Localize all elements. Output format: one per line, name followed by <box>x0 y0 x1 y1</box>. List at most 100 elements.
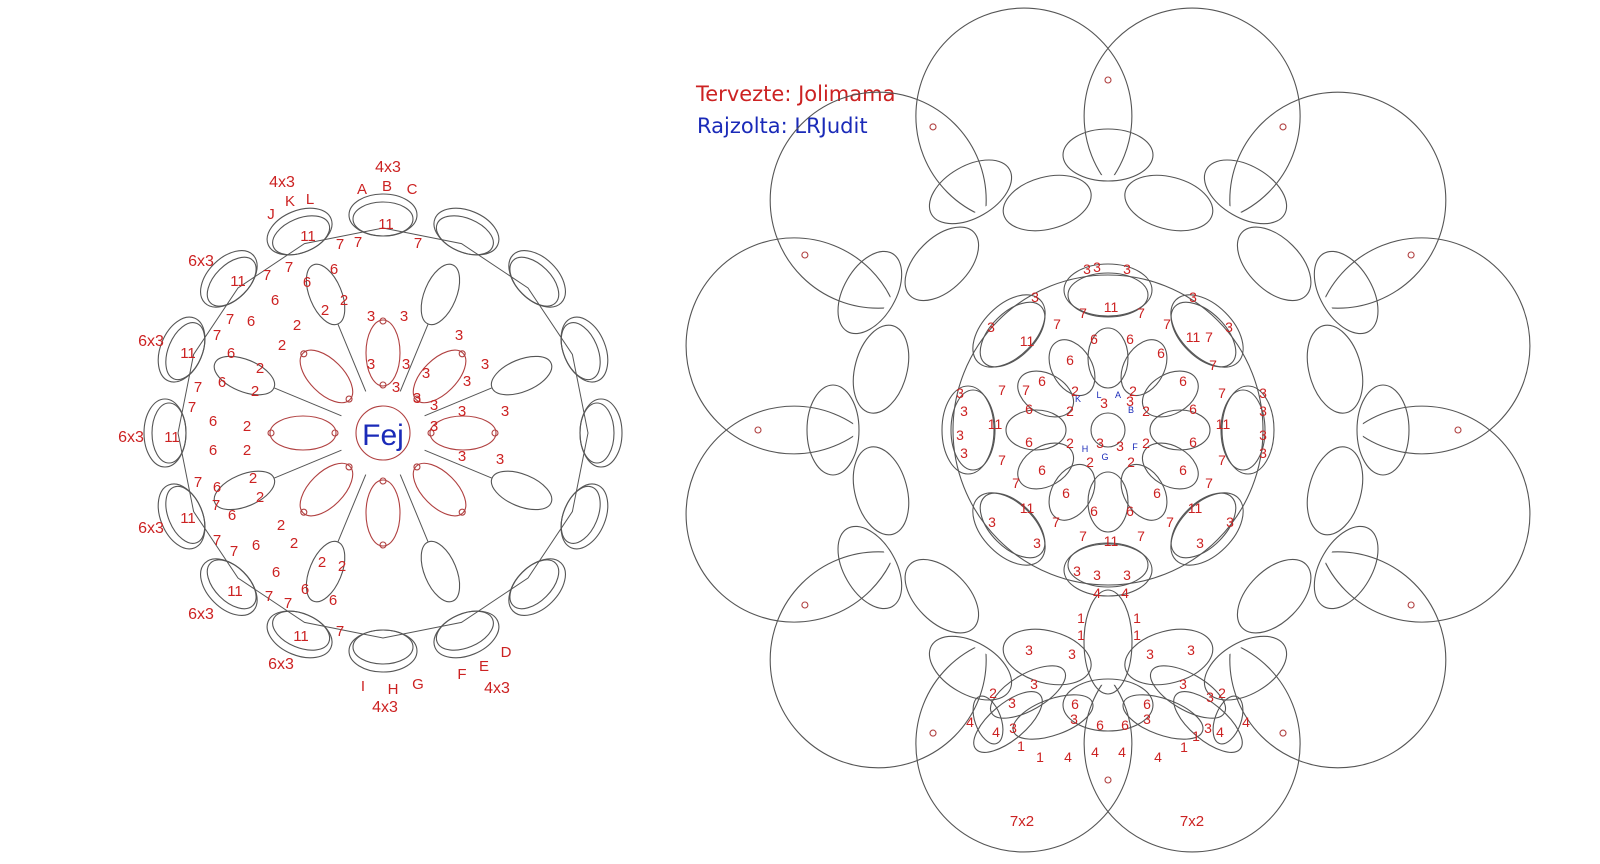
stitch-count-label: 7 <box>230 543 238 560</box>
ring-count-label: 6x3 <box>188 606 214 623</box>
stitch-count-label: 3 <box>413 390 421 407</box>
rim-polygon <box>177 227 589 639</box>
stitch-count-label: 7 <box>263 267 271 284</box>
inner-petal <box>1141 370 1199 418</box>
outer-ring-inner <box>165 485 206 544</box>
picot-letter: L <box>306 191 314 208</box>
outer-ring-inner <box>435 610 494 651</box>
outer-band-ring <box>1002 628 1092 686</box>
outer-band-ring <box>928 159 1013 225</box>
stitch-count-label: 1 <box>1192 728 1200 744</box>
stitch-count-label: 1 <box>1133 627 1141 643</box>
connector-line <box>337 323 367 392</box>
mid-ring-oval-inner <box>1170 301 1237 368</box>
picot-joint <box>458 350 466 358</box>
stitch-count-label: 6 <box>209 413 217 430</box>
stitch-count-label: 7 <box>226 311 234 328</box>
stitch-count-label: 3 <box>1033 535 1041 551</box>
stitch-count-label: 2 <box>338 558 346 575</box>
stitch-count-label: 4 <box>1154 749 1162 765</box>
stitch-count-label: 7 <box>998 452 1006 468</box>
stitch-count-label: 7 <box>213 532 221 549</box>
outer-band-ring <box>837 525 903 610</box>
ring-count-label: 6x3 <box>118 429 144 446</box>
stitch-count-label: 3 <box>400 308 408 325</box>
outer-chain-ring <box>769 551 987 769</box>
picot-joint <box>754 426 762 434</box>
stitch-count-label: 11 <box>1020 500 1035 516</box>
outer-ring-inner <box>579 402 615 464</box>
stitch-count-label: 6 <box>227 345 235 362</box>
outer-band-ring <box>1306 446 1364 536</box>
picot-joint <box>379 477 387 485</box>
stitch-count-label: 7 <box>1163 316 1171 332</box>
small-side-leaf <box>1212 695 1244 745</box>
outer-band-ring <box>852 324 910 414</box>
stitch-count-label: 3 <box>1070 711 1078 727</box>
outer-ring <box>560 316 609 383</box>
stitch-count-label: 3 <box>1206 689 1214 705</box>
picot-joint <box>300 508 308 516</box>
stitch-count-label: 6 <box>1066 352 1074 368</box>
picot-joint <box>929 729 937 737</box>
stitch-count-label: 3 <box>1031 289 1039 305</box>
mid-ring-oval-inner <box>1067 542 1149 588</box>
picot-joint <box>1104 76 1112 84</box>
picot-joint <box>801 601 809 609</box>
picot-joint <box>331 429 339 437</box>
stitch-count-label: 3 <box>463 373 471 390</box>
center-picot-letter: F <box>1132 442 1138 452</box>
stitch-count-label: 2 <box>1142 403 1150 419</box>
stitch-count-label: 3 <box>1123 261 1131 277</box>
stitch-count-label: 3 <box>1259 385 1267 401</box>
picot-joint <box>929 123 937 131</box>
inner-petal <box>412 349 467 404</box>
picot-letter: I <box>361 678 365 695</box>
stitch-count-label: 6 <box>1025 401 1033 417</box>
stitch-count-label: 3 <box>960 403 968 419</box>
stitch-count-label: 2 <box>1066 435 1074 451</box>
inner-petal <box>365 479 401 547</box>
stitch-count-label: 3 <box>1030 676 1038 692</box>
stitch-count-label: 2 <box>249 470 257 487</box>
outer-ring <box>433 207 500 256</box>
stitch-count-label: 2 <box>340 292 348 309</box>
inner-petal <box>1120 463 1168 521</box>
connector-line <box>337 474 367 543</box>
stitch-count-label: 6 <box>252 537 260 554</box>
outer-band-ring <box>1062 128 1154 182</box>
stitch-count-label: 3 <box>960 445 968 461</box>
connector-line <box>399 323 429 392</box>
center-picot-letter: G <box>1101 452 1108 462</box>
stitch-count-label: 7 <box>336 236 344 253</box>
stitch-count-label: 3 <box>458 403 466 420</box>
outer-ring-inner <box>272 610 331 651</box>
picot-joint <box>801 251 809 259</box>
outer-ring <box>433 610 500 659</box>
stitch-count-label: 3 <box>367 308 375 325</box>
connector-line <box>399 474 429 543</box>
stitch-count-label: 7 <box>1052 514 1060 530</box>
outer-ring-inner <box>151 402 187 464</box>
stitch-count-label: 3 <box>481 356 489 373</box>
stitch-count-label: 7 <box>1137 528 1145 544</box>
outer-band-ring <box>1203 635 1288 701</box>
mid-ring-oval-inner <box>1220 389 1266 471</box>
drawer-credit: Rajzolta: LRJudit <box>697 114 868 138</box>
picot-letter: D <box>501 644 512 661</box>
stitch-count-label: 11 <box>1188 500 1203 516</box>
picot-joint <box>345 463 353 471</box>
stitch-count-label: 6 <box>1126 331 1134 347</box>
stitch-count-label: 3 <box>988 514 996 530</box>
stitch-count-label: 7 <box>213 327 221 344</box>
inner-petal <box>1017 442 1075 490</box>
outer-ring-inner <box>206 559 257 610</box>
stitch-count-label: 11 <box>1104 533 1119 549</box>
stitch-count-label: 6 <box>272 564 280 581</box>
stitch-count-label: 2 <box>293 317 301 334</box>
stitch-count-label: 4 <box>1216 724 1224 740</box>
stitch-count-label: 11 <box>1104 299 1119 315</box>
stitch-count-label: 2 <box>1086 454 1094 470</box>
stitch-count-label: 7 <box>194 379 202 396</box>
picot-joint <box>1454 426 1462 434</box>
